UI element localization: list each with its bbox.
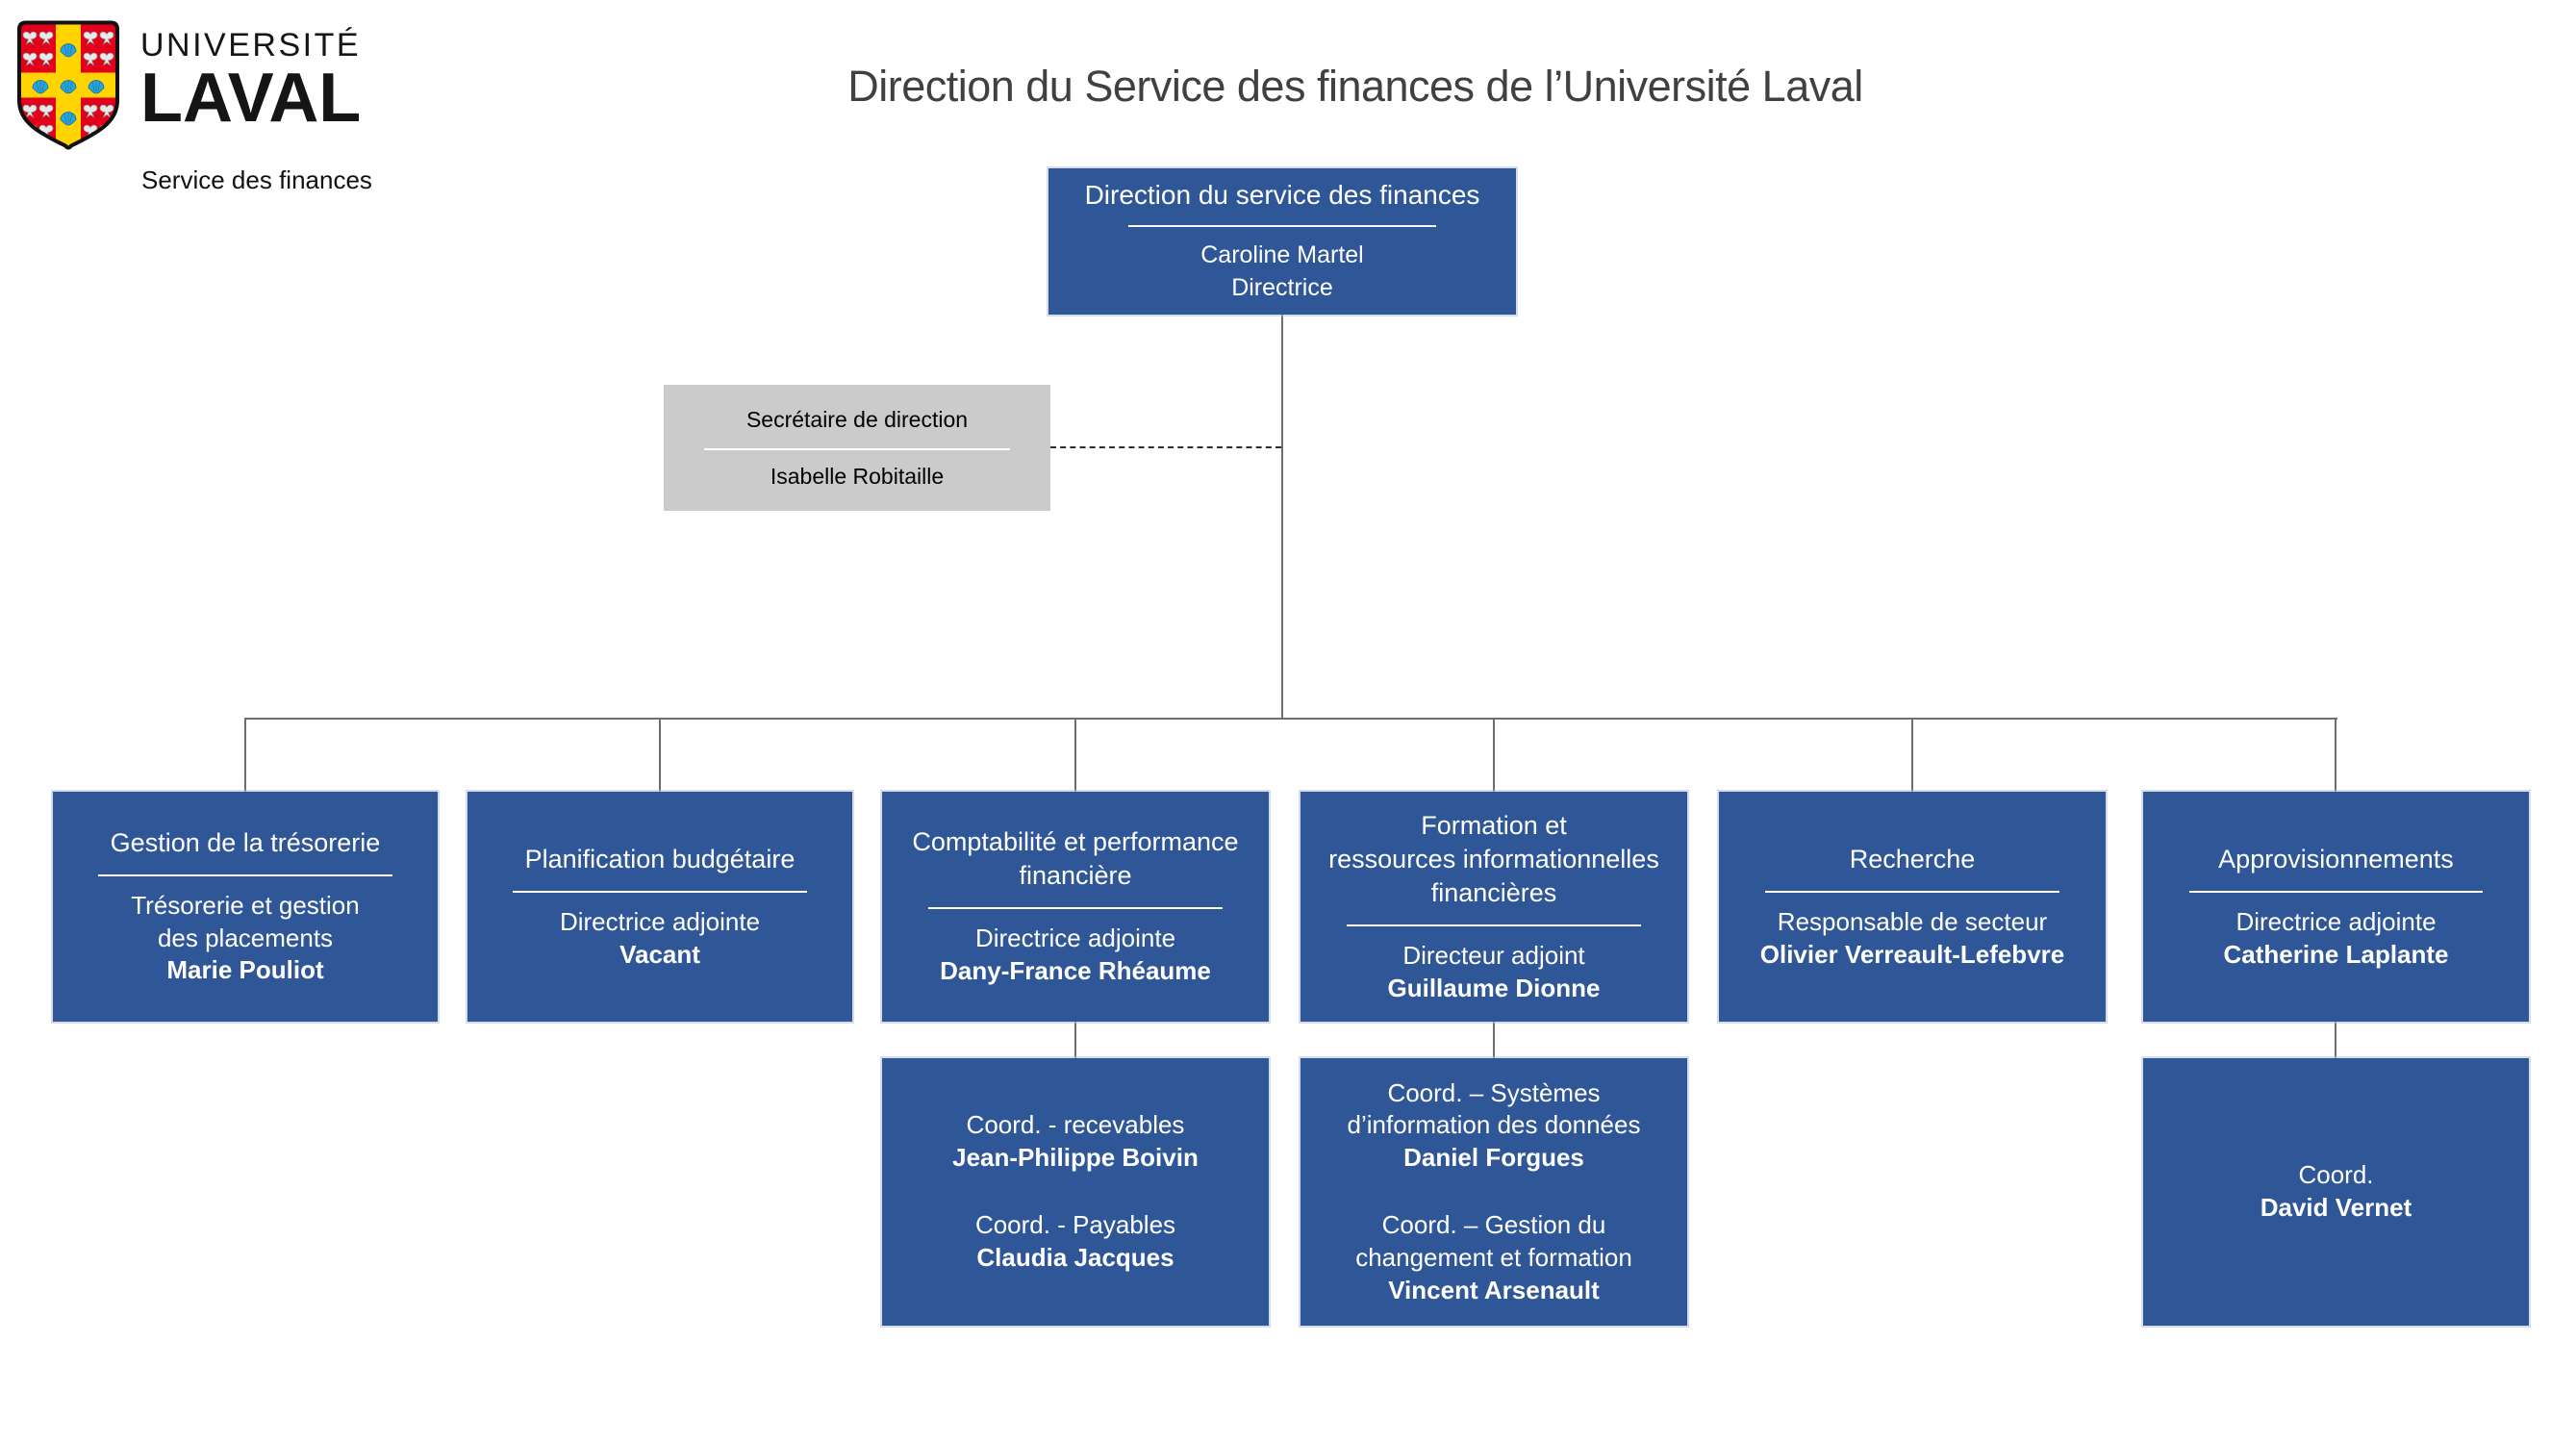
connector-stub-approvisionnements-coord — [2335, 1022, 2336, 1058]
coord-name: Jean-Philippe Boivin — [952, 1143, 1199, 1173]
dept-box-title: Approvisionnements — [2218, 844, 2454, 873]
dept-box-name: Olivier Verreault-Lefebvre — [1759, 939, 2065, 969]
wordmark-universite: UNIVERSITÉ — [140, 27, 362, 63]
separator-line — [1346, 924, 1642, 926]
dept-box-title: Recherche — [1849, 844, 1976, 873]
coord-name: Claudia Jacques — [976, 1242, 1174, 1272]
dept-box-recherche: Recherche Responsable de secteur Olivier… — [1719, 792, 2106, 1022]
wordmark-laval: LAVAL — [140, 60, 362, 137]
root-box-role: Directrice — [1231, 274, 1333, 302]
assistant-box-secretaire: Secrétaire de direction Isabelle Robitai… — [664, 385, 1050, 511]
separator-line — [2188, 890, 2484, 893]
dept-box-name: Marie Pouliot — [166, 955, 324, 985]
root-box-direction: Direction du service des finances Caroli… — [1048, 168, 1516, 315]
coord-role: Coord. — [2298, 1160, 2374, 1190]
dept-box-approvisionnements: Approvisionnements Directrice adjointe C… — [2143, 792, 2529, 1022]
dept-box-role: Directeur adjoint — [1402, 940, 1585, 970]
coord-name: David Vernet — [2260, 1193, 2412, 1222]
dept-box-comptabilite-performance: Comptabilité et performance financière D… — [882, 792, 1269, 1022]
coord-box-systemes-formation: Coord. – Systèmes d’information des donn… — [1301, 1058, 1687, 1326]
assistant-box-title: Secrétaire de direction — [745, 407, 969, 433]
coord-box-approvisionnements: Coord. David Vernet — [2143, 1058, 2529, 1326]
connector-root-vertical — [1281, 315, 1283, 719]
dept-box-planification-budgetaire: Planification budgétaire Directrice adjo… — [467, 792, 852, 1022]
connector-stub-approvisionnements — [2335, 718, 2336, 792]
separator-line — [1127, 225, 1437, 228]
dept-box-title: Planification budgétaire — [524, 844, 796, 873]
connector-level1-horizontal — [244, 718, 2337, 720]
coord-role: Coord. - Payables — [974, 1210, 1176, 1239]
dept-box-name: Catherine Laplante — [2223, 939, 2449, 969]
universite-laval-wordmark: UNIVERSITÉ LAVAL — [140, 29, 361, 133]
dept-box-role: Trésorerie et gestion des placements — [131, 890, 360, 952]
dept-box-role: Responsable de secteur — [1777, 906, 2048, 936]
dept-box-title: Formation et ressources informationnelle… — [1328, 810, 1659, 907]
dept-box-name: Vacant — [619, 939, 700, 969]
connector-stub-planification — [659, 718, 661, 792]
dept-box-role: Directrice adjointe — [559, 906, 761, 936]
assistant-box-name: Isabelle Robitaille — [770, 463, 945, 489]
dept-box-role: Directrice adjointe — [974, 924, 1176, 953]
coord-entry: Coord. David Vernet — [2260, 1159, 2412, 1225]
connector-stub-comptabilite — [1074, 718, 1076, 792]
page-title: Direction du Service des finances de l’U… — [847, 62, 1863, 111]
coord-entry: Coord. - Payables Claudia Jacques — [975, 1209, 1175, 1275]
connector-stub-tresorerie — [244, 718, 246, 792]
connector-assistant-dashed — [1050, 446, 1281, 448]
separator-line — [513, 890, 807, 893]
department-label: Service des finances — [141, 165, 372, 194]
dept-box-gestion-tresorerie: Gestion de la trésorerie Trésorerie et g… — [53, 792, 438, 1022]
root-box-title: Direction du service des finances — [1084, 180, 1480, 211]
connector-stub-recherche — [1911, 718, 1913, 792]
dept-box-role: Directrice adjointe — [2235, 906, 2437, 936]
coord-entry: Coord. - recevables Jean-Philippe Boivin — [952, 1109, 1199, 1175]
root-box-name: Caroline Martel — [1200, 241, 1364, 269]
dept-box-title: Gestion de la trésorerie — [110, 827, 381, 857]
coord-role: Coord. - recevables — [966, 1110, 1185, 1140]
dept-box-title: Comptabilité et performance financière — [912, 827, 1239, 891]
laval-crest-icon — [17, 20, 119, 150]
coord-role: Coord. – Gestion du changement et format… — [1355, 1210, 1632, 1272]
coord-entry: Coord. – Gestion du changement et format… — [1355, 1209, 1632, 1306]
coord-name: Vincent Arsenault — [1388, 1275, 1600, 1304]
coord-role: Coord. – Systèmes d’information des donn… — [1347, 1077, 1641, 1140]
separator-line — [98, 873, 392, 876]
dept-box-name: Dany-France Rhéaume — [940, 956, 1211, 986]
separator-line — [927, 907, 1224, 910]
connector-stub-comptabilite-coord — [1074, 1022, 1076, 1058]
connector-stub-formation — [1493, 718, 1495, 792]
coord-name: Daniel Forgues — [1403, 1143, 1584, 1173]
connector-stub-formation-coord — [1493, 1022, 1495, 1058]
dept-box-name: Guillaume Dionne — [1387, 973, 1601, 1002]
coord-box-recevables-payables: Coord. - recevables Jean-Philippe Boivin… — [882, 1058, 1269, 1326]
dept-box-formation-ressources: Formation et ressources informationnelle… — [1301, 792, 1687, 1022]
coord-entry: Coord. – Systèmes d’information des donn… — [1348, 1077, 1641, 1175]
separator-line — [704, 447, 1010, 450]
separator-line — [1764, 890, 2060, 893]
